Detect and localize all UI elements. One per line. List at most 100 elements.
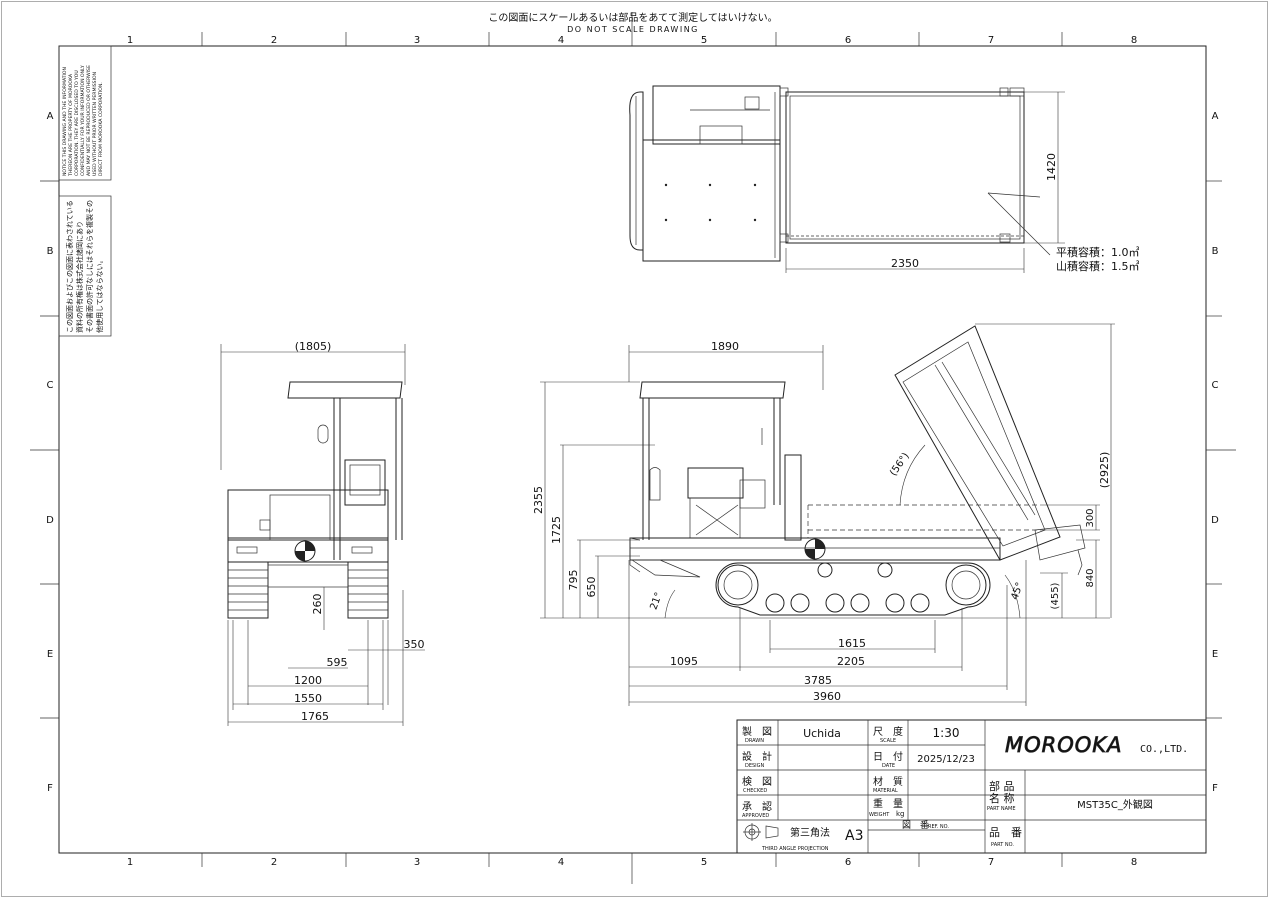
drawn-value: Uchida [803,727,841,740]
idler [945,564,987,606]
road-wheels [765,562,930,613]
row-label: E [47,649,53,660]
row-label: B [47,246,54,257]
checked-label: 検 図 [742,775,772,788]
drawn-label: 製 図 [742,725,772,738]
part-name-label-1: 部 品 [989,779,1015,793]
date-label: 日 付 [873,750,903,763]
row-label: B [1212,246,1219,257]
part-name-label-en: PART NAME [987,806,1016,812]
zone-ticks [30,12,1236,884]
part-no-label-en: PART NO. [991,842,1014,848]
col-label: 3 [414,857,420,868]
zone-labels-left: A B C D E F [46,111,54,794]
sheet-size: A3 [845,828,863,844]
dim-1805: (1805) [295,340,332,353]
angle-45: 45° [1009,581,1025,601]
sprocket [717,564,759,606]
dim-3960: 3960 [813,690,841,703]
weight-label: 重 量 [873,797,903,810]
col-label: 7 [988,857,994,868]
part-no-label: 品 番 [989,826,1022,839]
weight-unit: kg [896,810,905,818]
company-logo: MOROOKA [1005,733,1122,757]
col-label: 6 [845,35,851,46]
projection-symbol-icon [743,823,779,841]
dim-1890: 1890 [711,340,739,353]
col-label: 1 [127,857,133,868]
dim-1420: 1420 [1045,153,1058,181]
material-label: 材 質 [873,775,903,788]
col-label: 2 [271,35,277,46]
notice-line: DIRECT FROM MOROOKA CORPORATION. [98,82,104,176]
top-view: 1420 2350 平積容積：1.0㎥ 山積容積：1.5㎥ [629,85,1140,273]
dim-1200: 1200 [294,674,322,687]
dim-2925: (2925) [1098,452,1111,489]
dim-455: (455) [1050,582,1061,609]
notice-jp: この図面にスケールあるいは部品をあてて測定してはいけない。 [488,11,777,24]
notice-line: NOTICE THIS DRAWING AND THE INFORMATION [62,67,68,176]
projection-label: 第三角法 [790,826,830,839]
drawn-label-en: DRAWN [745,738,764,744]
approved-label: 承 認 [742,800,772,813]
notice-line: CORPORATION. THEY ARE DISCLOSED TO YOU [74,70,80,176]
col-label: 7 [988,35,994,46]
col-label: 6 [845,857,851,868]
notice-line: AND MAY NOT BE REPRODUCED OR OTHERWISE [86,65,92,176]
notice-en: DO NOT SCALE DRAWING [567,25,699,34]
row-label: A [1212,111,1219,122]
top-view-dump-bed [785,91,1025,244]
dim-2205: 2205 [837,655,865,668]
date-value: 2025/12/23 [917,754,975,765]
angle-21: 21° [648,591,664,611]
approved-label-en: APPROVED [742,813,769,819]
notice-line: この図面およびこの図面に表わされている [65,200,74,333]
col-label: 2 [271,857,277,868]
notice-line: CONFIDENTIALLY FOR YOUR INFORMATION ONLY [80,65,86,176]
title-block: 製 図 DRAWN Uchida 設 計 DESIGN 検 図 CHECKED … [736,719,1207,854]
col-label: 1 [127,35,133,46]
top-view-bolts [664,183,757,222]
zone-labels-top: 1 2 3 4 5 6 7 8 [127,35,1137,46]
zone-labels-bottom: 1 2 3 4 5 6 7 8 [127,857,1137,868]
dim-1095: 1095 [670,655,698,668]
row-label: D [46,515,54,526]
front-view-track-left [227,561,269,619]
part-name-value: MST35C_外観図 [1077,798,1153,811]
row-label: F [1212,783,1218,794]
row-label: A [47,111,54,122]
dim-1725: 1725 [550,516,563,544]
design-label-en: DESIGN [745,763,765,769]
notice-line: 他使用してはならない。 [95,256,104,333]
col-label: 3 [414,35,420,46]
dim-260: 260 [311,594,324,615]
dim-595: 595 [327,656,348,669]
zone-labels-right: A B C D E F [1211,111,1219,794]
dim-2350: 2350 [891,257,919,270]
dim-350: 350 [404,638,425,651]
front-view-track-right [347,561,389,619]
col-label: 5 [701,857,707,868]
dim-1615: 1615 [838,637,866,650]
dim-840: 840 [1085,568,1096,587]
ref-label: 図 番 [902,819,929,831]
row-label: C [47,380,54,391]
notice-line: THEREON ARE THE PROPERTY OF MOROOKA [68,73,74,177]
projection-label-en: THIRD ANGLE PROJECTION [761,846,829,852]
row-label: D [1211,515,1219,526]
col-label: 4 [558,35,564,46]
weight-label-en: WEIGHT [869,812,890,818]
side-view: 1890 2355 1725 795 650 21° (56°) (2925) … [532,323,1115,706]
front-view-body [227,537,389,563]
drawing-frame [58,45,1207,854]
notice-line: 資料の所有権は株式会社諸岡にあり [75,221,84,333]
col-label: 8 [1131,857,1137,868]
ref-label-en: REF. NO. [928,824,949,830]
date-label-en: DATE [882,763,895,769]
notice-line: その書面の許可なしにはそれらを複製その [85,200,94,333]
dim-1765: 1765 [301,710,329,723]
company-suffix: CO.,LTD. [1140,744,1188,755]
capacity-flat: 平積容積：1.0㎥ [1056,245,1140,259]
